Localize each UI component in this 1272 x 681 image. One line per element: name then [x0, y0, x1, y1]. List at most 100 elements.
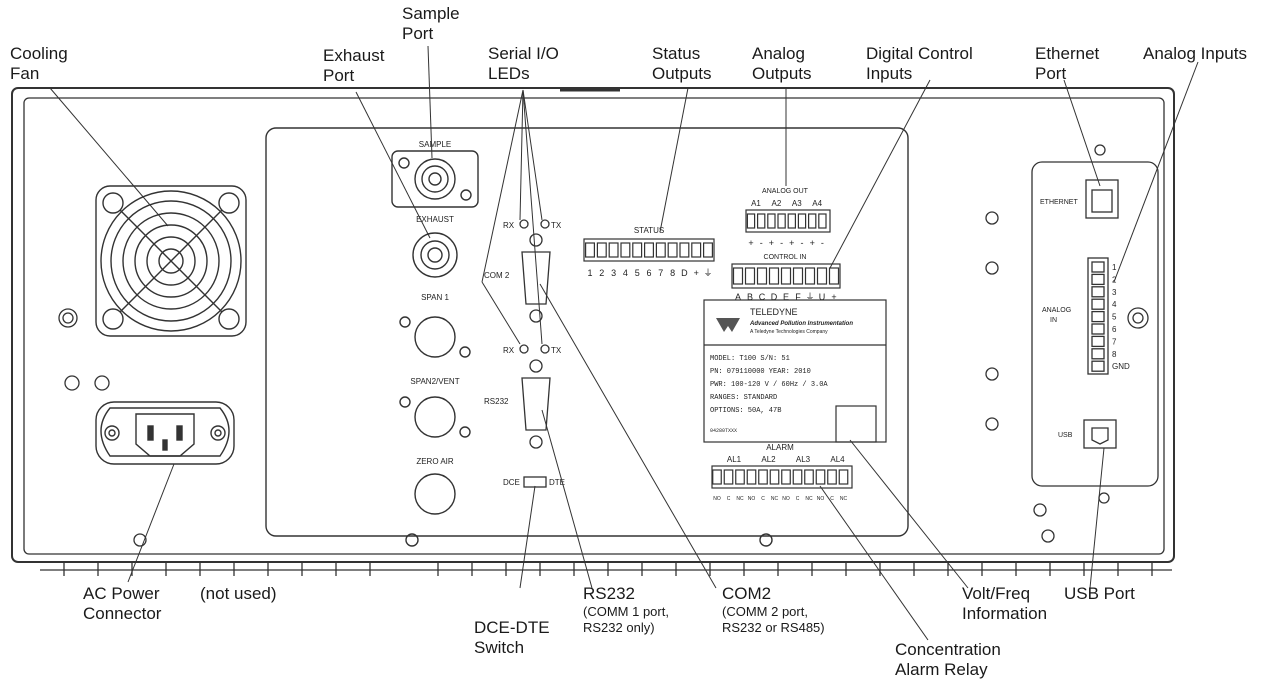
alarm-pin-box: [735, 469, 745, 485]
alarm-pin-label: NC: [840, 496, 848, 502]
control-in-pin-box: [828, 267, 840, 285]
callout-not-used-line1: (not used): [200, 584, 277, 603]
callout-analog-inputs: Analog Inputs: [1143, 44, 1247, 64]
analog-out-pin-label: +: [769, 238, 774, 248]
main-io-panel: [265, 127, 909, 547]
ac-power-connector: [95, 401, 235, 465]
callout-cooling-fan: Cooling Fan: [10, 44, 68, 84]
analog-in-pin-label: 8: [1112, 350, 1117, 359]
callout-volt-freq-line2: Information: [962, 604, 1048, 623]
nameplate-footer: 04280TXXX: [710, 428, 737, 434]
analog-out-channel-label: A3: [792, 199, 802, 208]
analog-out-pin-box: [807, 213, 817, 229]
callout-usb-port-line1: USB Port: [1064, 584, 1135, 603]
callout-digital-control-inputs-line2: Inputs: [866, 64, 913, 83]
callout-rs232-title: RS232: [583, 584, 635, 603]
alarm-pin-label: NO: [713, 496, 721, 502]
alarm-pin-label: NO: [817, 496, 825, 502]
analog-out-pin-box: [767, 213, 776, 229]
control-in-pin-box: [744, 267, 756, 285]
control-in-label: CONTROL IN: [764, 254, 807, 261]
alarm-pin-box: [804, 469, 814, 485]
callout-digital-control-inputs-line1: Digital Control: [866, 44, 973, 63]
zero-air-label: ZERO AIR: [416, 457, 454, 466]
callout-analog-inputs-line1: Analog Inputs: [1143, 44, 1247, 63]
alarm-pin-label: NO: [748, 496, 756, 502]
alarm-pin-label: C: [727, 496, 731, 502]
callout-not-used: (not used): [200, 584, 277, 604]
callout-status-outputs: Status Outputs: [652, 44, 712, 84]
callout-ethernet-port: Ethernet Port: [1035, 44, 1099, 84]
analog-out-pin-box: [797, 213, 807, 229]
analog-in-pin-box: [1091, 323, 1105, 335]
analog-in-pin-label: 3: [1112, 288, 1117, 297]
callout-analog-outputs-line2: Outputs: [752, 64, 812, 83]
usb-label: USB: [1058, 432, 1073, 439]
status-pin-label: 5: [635, 268, 640, 278]
callout-digital-control-inputs: Digital Control Inputs: [866, 44, 973, 84]
control-in-pin-label: F: [795, 292, 801, 302]
rs232-port-label: RS232: [484, 397, 509, 406]
callout-leader-lines: [49, 45, 1199, 641]
control-in-pin-box: [780, 267, 792, 285]
alarm-channel-label: AL2: [761, 455, 776, 464]
alarm-pin-box: [815, 469, 826, 485]
analog-out-pin-label: -: [780, 238, 783, 248]
callout-alarm-relay-line2: Alarm Relay: [895, 660, 988, 679]
alarm-pin-label: C: [761, 496, 765, 502]
status-pin-label: +: [694, 268, 699, 278]
callout-ethernet-port-line2: Port: [1035, 64, 1067, 83]
analog-out-pin-label: +: [810, 238, 815, 248]
callout-concentration-alarm-relay: Concentration Alarm Relay: [895, 640, 1001, 680]
callout-serial-io-leds-line1: Serial I/O: [488, 44, 559, 63]
callout-serial-io-leds: Serial I/O LEDs: [488, 44, 559, 84]
analog-in-pin-box: [1091, 298, 1105, 310]
status-pin-label: ⏚: [703, 268, 712, 278]
callout-cooling-fan-line2: Fan: [10, 64, 40, 83]
callout-exhaust-port-line2: Port: [323, 66, 355, 85]
chassis-screws-left: [58, 308, 147, 547]
status-label: STATUS: [634, 226, 664, 235]
alarm-pin-label: C: [830, 496, 834, 502]
alarm-pin-box: [758, 469, 768, 485]
nameplate-brand-sub2: A Teledyne Technologies Company: [750, 329, 828, 335]
alarm-pin-label: NO: [782, 496, 790, 502]
status-pin-box: [632, 242, 643, 258]
analog-out-channel-label: A2: [772, 199, 782, 208]
analog-in-pin-label: 7: [1112, 337, 1117, 346]
analog-out-pin-label: -: [760, 238, 763, 248]
control-in-pin-label: ⏚: [805, 292, 814, 302]
status-pin-label: 1: [587, 268, 592, 278]
callout-rs232: RS232 (COMM 1 port, RS232 only): [583, 584, 669, 636]
analog-out-pin-box: [787, 213, 797, 229]
callout-cooling-fan-line1: Cooling: [10, 44, 68, 63]
analog-out-pin-box: [746, 213, 756, 229]
callout-exhaust-port-line1: Exhaust: [323, 46, 385, 65]
alarm-pin-box: [746, 469, 757, 485]
callout-status-outputs-line2: Outputs: [652, 64, 712, 83]
alarm-pin-label: NC: [771, 496, 779, 502]
dce-label: DCE: [503, 478, 520, 487]
status-pin-label: 6: [646, 268, 651, 278]
bottom-vent-slots: [40, 562, 1172, 576]
status-pin-box: [608, 242, 619, 258]
alarm-pin-box: [792, 469, 803, 485]
nameplate-model: MODEL: T100 S/N: 51: [710, 355, 790, 363]
pneumatic-ports: SAMPLE EXHAUST SPAN 1 SPAN2/VENT ZERO AI…: [391, 140, 479, 515]
tx-led-label-rs232: TX: [551, 346, 562, 355]
control-in-pin-label: A: [735, 292, 741, 302]
instrument-nameplate: TELEDYNE Advanced Pollution Instrumentat…: [703, 299, 887, 443]
control-in-pin-box: [732, 267, 744, 285]
analog-in-pin-label: GND: [1112, 362, 1130, 371]
callout-dce-dte-line2: Switch: [474, 638, 525, 657]
callout-com2: COM2 (COMM 2 port, RS232 or RS485): [722, 584, 825, 636]
alarm-channel-label: AL4: [830, 455, 845, 464]
callout-analog-outputs: Analog Outputs: [752, 44, 812, 84]
status-pin-box: [691, 242, 702, 258]
chassis: [11, 87, 1175, 563]
